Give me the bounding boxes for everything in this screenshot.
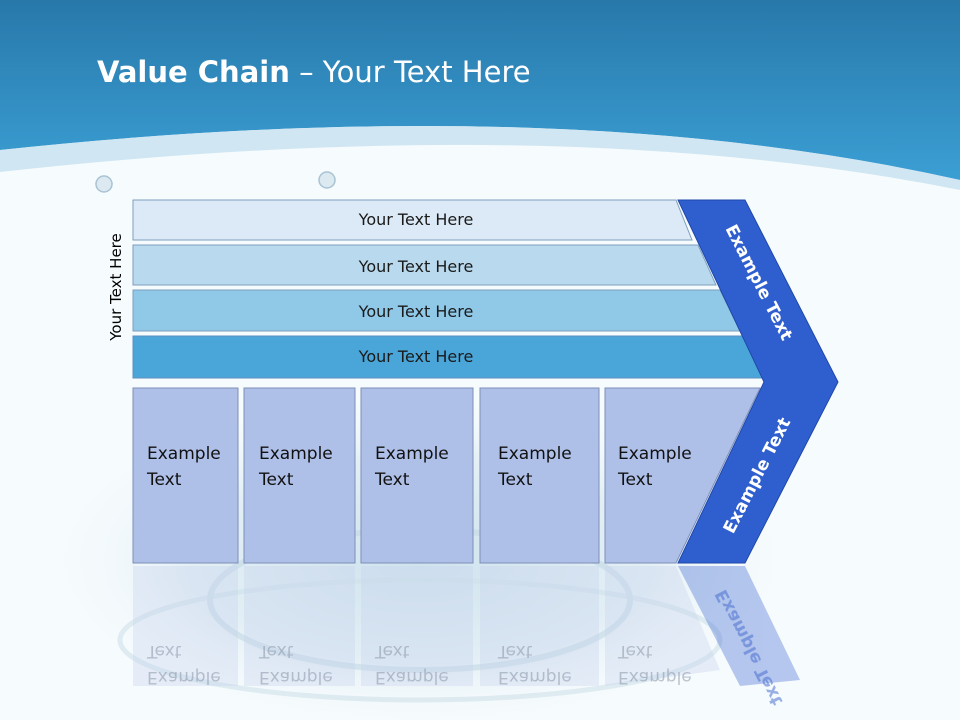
reflection-box-1-line1: Example xyxy=(147,667,221,687)
primary-box-1[interactable]: Example Text xyxy=(132,387,239,564)
reflection-box-4-line2: Text xyxy=(497,641,533,661)
primary-box-1-line1: Example xyxy=(147,444,221,464)
primary-box-2-line2: Text xyxy=(258,470,294,490)
title-rest: – Your Text Here xyxy=(289,55,531,89)
support-bar-3[interactable]: Your Text Here xyxy=(132,289,741,332)
primary-box-2[interactable]: Example Text xyxy=(243,387,356,564)
primary-box-4-line2: Text xyxy=(497,470,533,490)
slide-title: Value Chain – Your Text Here xyxy=(97,55,531,89)
support-bar-3-label: Your Text Here xyxy=(358,302,474,321)
primary-box-3-line2: Text xyxy=(374,470,410,490)
primary-box-5[interactable]: Example Text xyxy=(604,387,761,564)
primary-box-5-line1: Example xyxy=(618,444,692,464)
primary-box-1-line2: Text xyxy=(146,470,182,490)
diagram-reflection xyxy=(133,566,800,686)
primary-box-5-line2: Text xyxy=(617,470,653,490)
reflection-box-3-line2: Text xyxy=(374,641,410,661)
reflection-box-3-line1: Example xyxy=(375,667,449,687)
reflection-box-5-line1: Example xyxy=(618,667,692,687)
reflection-box-2-line2: Text xyxy=(258,641,294,661)
primary-box-2-line1: Example xyxy=(259,444,333,464)
reflection-box-5-line2: Text xyxy=(617,641,653,661)
support-bar-2-label: Your Text Here xyxy=(358,257,474,276)
title-bold: Value Chain xyxy=(97,55,290,89)
primary-box-3-line1: Example xyxy=(375,444,449,464)
support-bar-4-label: Your Text Here xyxy=(358,347,474,366)
primary-box-4[interactable]: Example Text xyxy=(479,387,600,564)
support-bar-2[interactable]: Your Text Here xyxy=(132,244,717,286)
primary-box-4-line1: Example xyxy=(498,444,572,464)
reflection-box-2-line1: Example xyxy=(259,667,333,687)
support-bar-4[interactable]: Your Text Here xyxy=(132,335,765,379)
reflection-box-1-line2: Text xyxy=(146,641,182,661)
reflection-box-4-line1: Example xyxy=(498,667,572,687)
primary-box-3[interactable]: Example Text xyxy=(360,387,474,564)
support-bar-1[interactable]: Your Text Here xyxy=(132,199,693,241)
support-bar-1-label: Your Text Here xyxy=(358,210,474,229)
